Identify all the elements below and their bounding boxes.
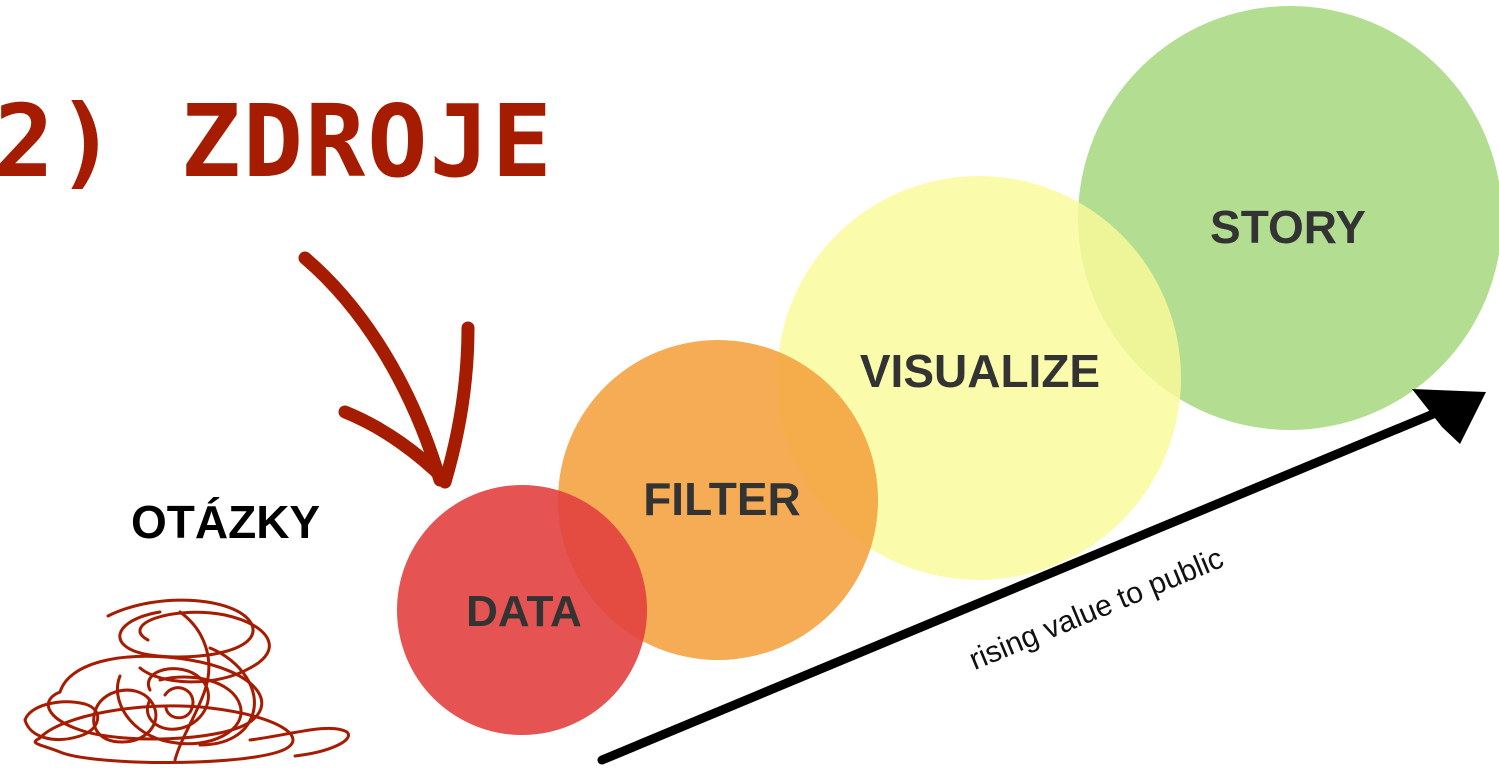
stage-circle-data <box>397 485 647 735</box>
stage-label-data: DATA <box>466 587 582 636</box>
questions-label: OTÁZKY <box>131 496 321 548</box>
arrow-head-icon <box>1412 389 1486 444</box>
stage-label-filter: FILTER <box>643 473 801 525</box>
stage-label-visualize: VISUALIZE <box>860 345 1100 397</box>
slide-title: 2) ZDROJE <box>0 83 554 200</box>
scribble-icon <box>23 598 350 765</box>
stage-label-story: STORY <box>1210 201 1366 253</box>
stage-circle-visualize <box>777 176 1181 580</box>
rising-value-arrow <box>597 389 1486 765</box>
curved-arrow-icon <box>298 251 475 489</box>
stage-circles <box>397 6 1499 735</box>
stage-circle-story <box>1078 6 1499 430</box>
arrow-line <box>597 407 1443 765</box>
